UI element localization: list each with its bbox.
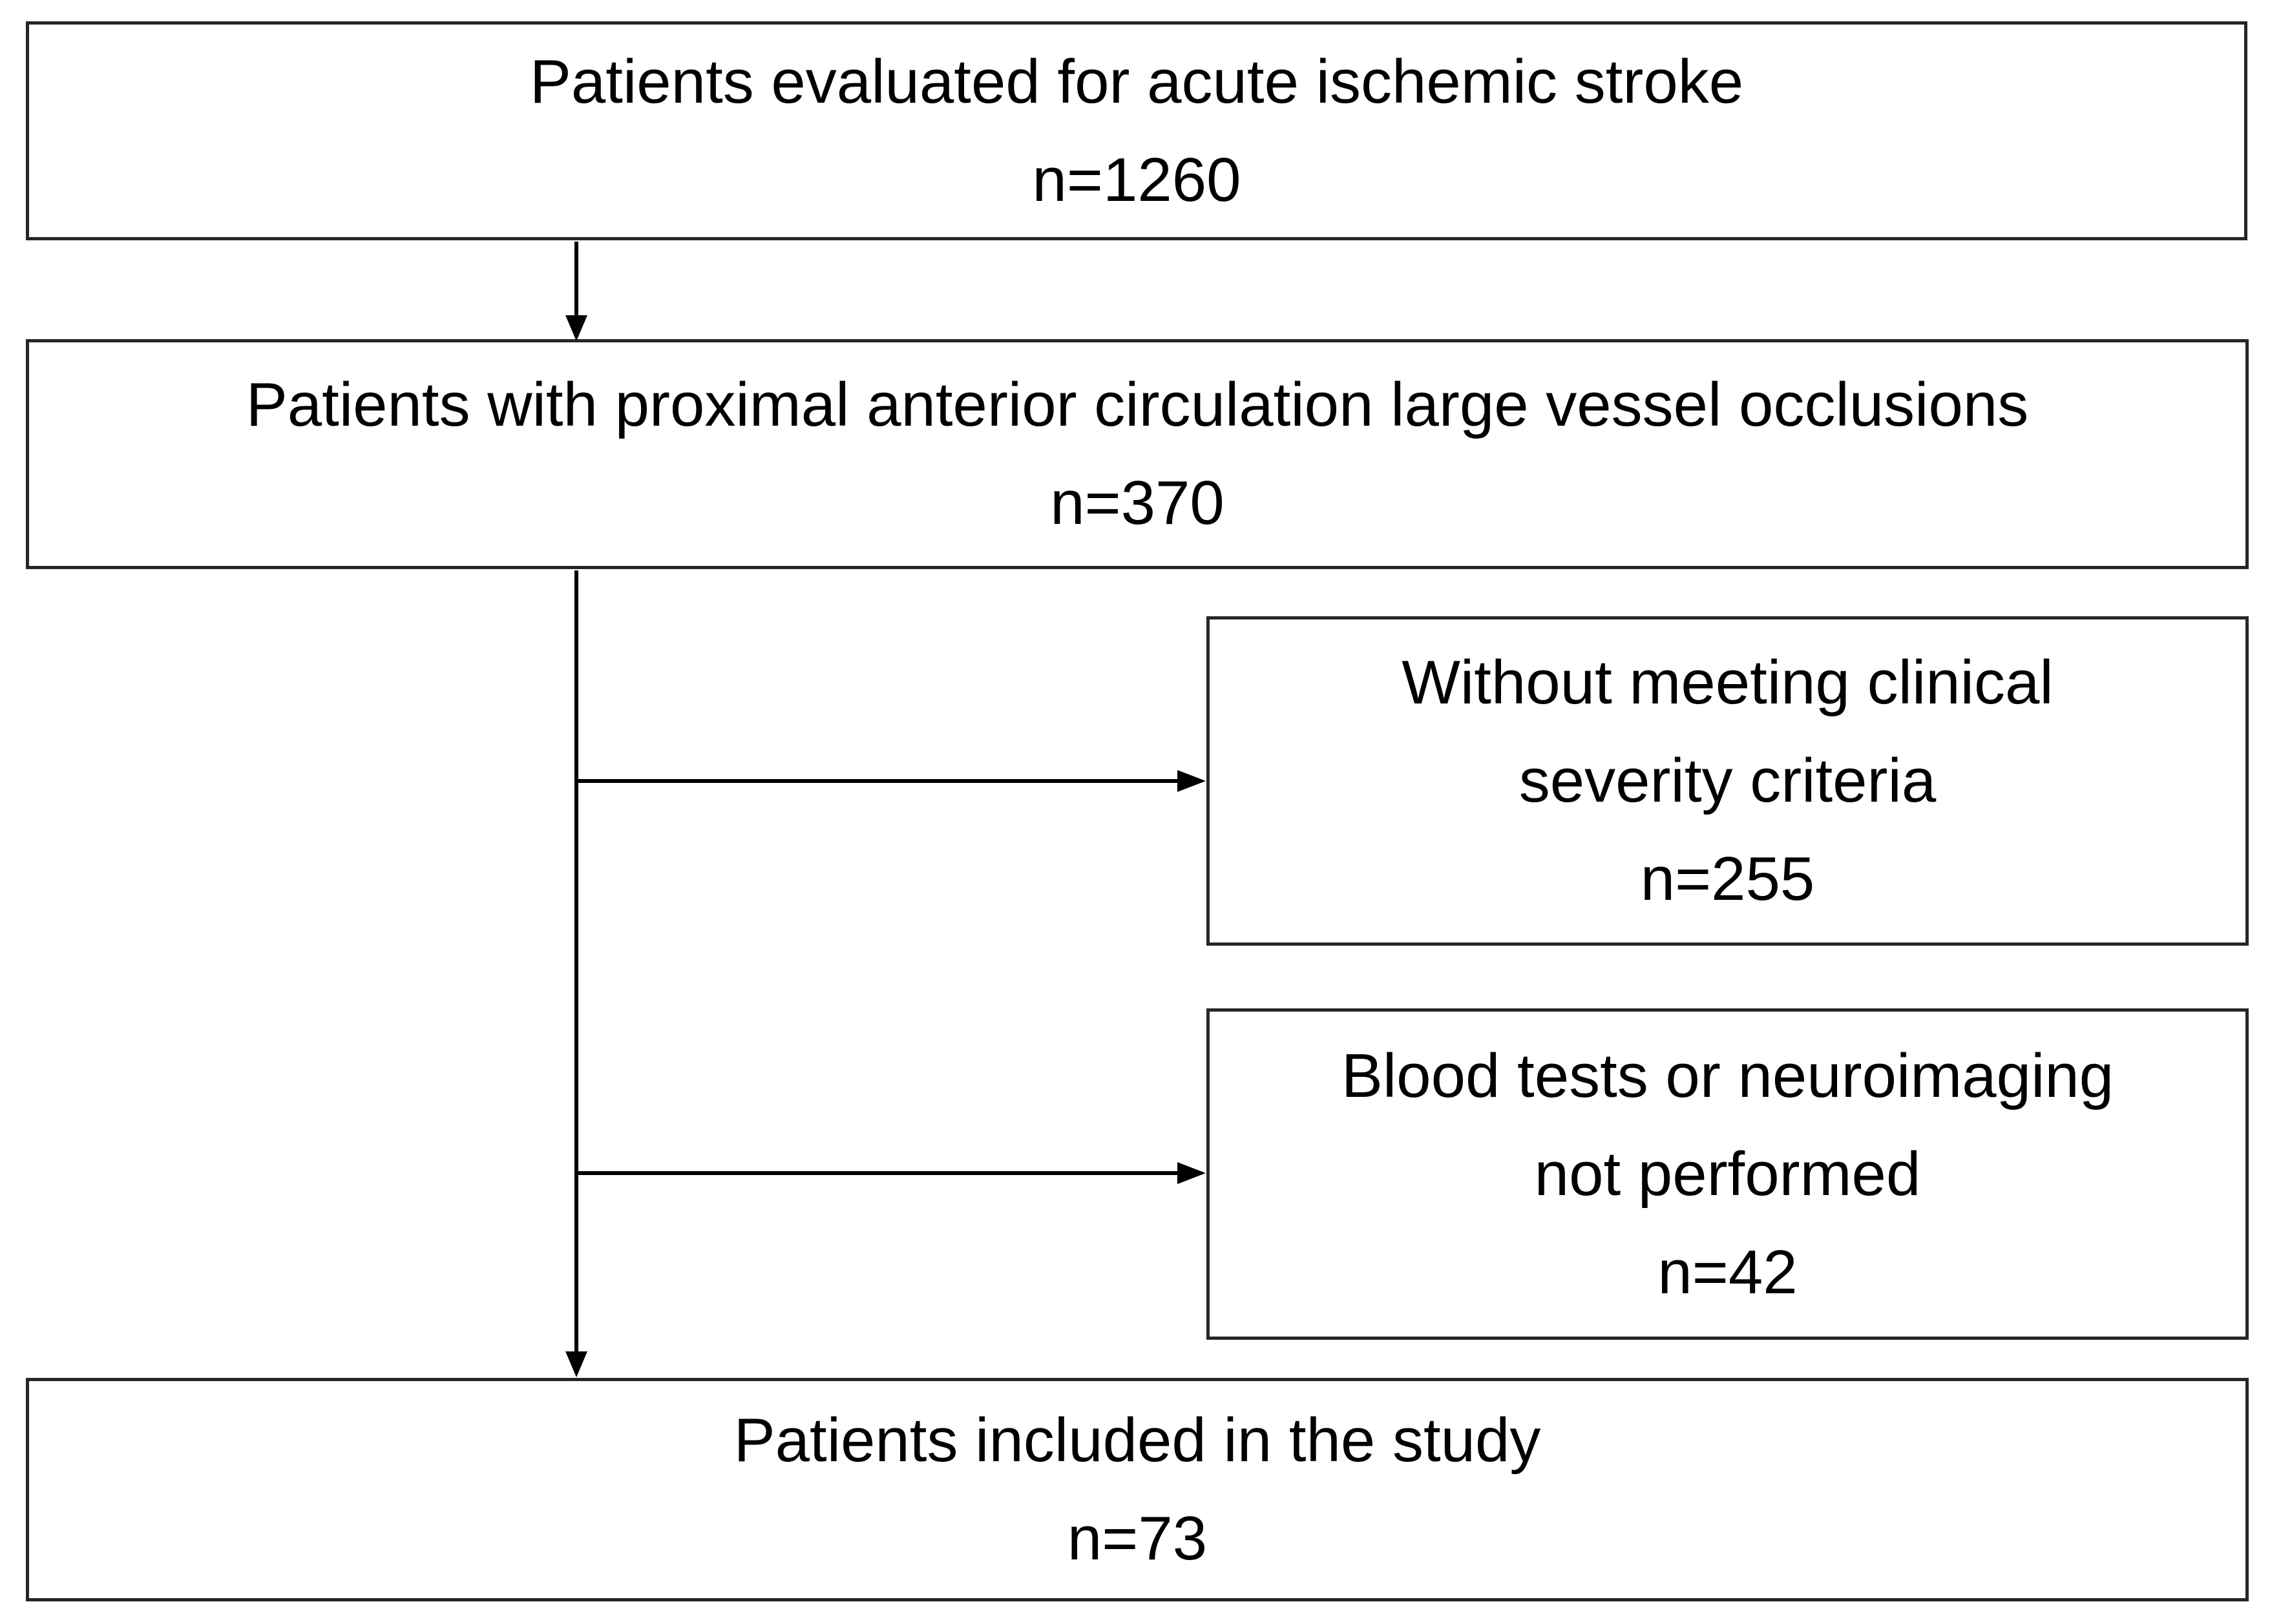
box-count: n=73 bbox=[1067, 1504, 1208, 1573]
box-count: n=255 bbox=[1640, 844, 1815, 913]
box-count: n=370 bbox=[1050, 468, 1224, 537]
box-count: n=1260 bbox=[1032, 145, 1241, 214]
box-excluded-bloodtests: Blood tests or neuroimaging not performe… bbox=[1206, 1008, 2249, 1340]
arrow-evaluated-to-lvo-line bbox=[574, 242, 578, 318]
arrow-branch-bloodtests-line bbox=[576, 1171, 1180, 1175]
box-label: Without meeting clinical bbox=[1402, 648, 2054, 717]
box-label: Patients included in the study bbox=[733, 1406, 1541, 1475]
arrow-branch-severity-line bbox=[576, 779, 1180, 783]
box-label: Blood tests or neuroimaging bbox=[1341, 1041, 2114, 1110]
arrow-lvo-to-included-line bbox=[574, 570, 578, 1353]
box-label: severity criteria bbox=[1519, 746, 1937, 815]
box-patients-included: Patients included in the study n=73 bbox=[26, 1378, 2249, 1601]
arrow-down-icon bbox=[565, 315, 587, 341]
arrow-right-icon bbox=[1177, 1162, 1206, 1184]
box-patients-lvo: Patients with proximal anterior circulat… bbox=[26, 339, 2249, 569]
box-count: n=42 bbox=[1657, 1237, 1798, 1307]
box-label: not performed bbox=[1534, 1139, 1921, 1209]
box-label: Patients with proximal anterior circulat… bbox=[246, 370, 2029, 439]
box-patients-evaluated: Patients evaluated for acute ischemic st… bbox=[26, 21, 2247, 240]
arrow-down-icon bbox=[565, 1351, 587, 1377]
arrow-right-icon bbox=[1177, 770, 1206, 792]
box-excluded-severity: Without meeting clinical severity criter… bbox=[1206, 616, 2249, 946]
box-label: Patients evaluated for acute ischemic st… bbox=[529, 47, 1744, 116]
